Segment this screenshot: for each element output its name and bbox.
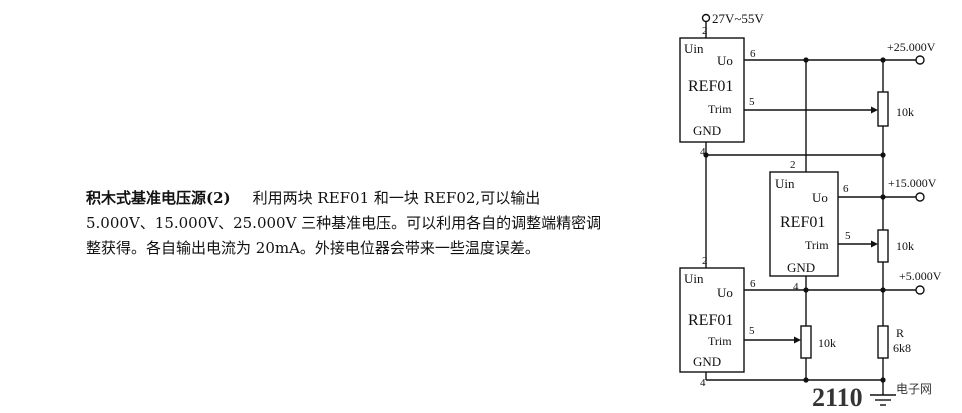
pot-middle-value: 10k: [896, 239, 914, 253]
description-title: 积木式基准电压源(2): [86, 189, 231, 207]
svg-text:5: 5: [749, 96, 755, 108]
output-terminal-15v: [915, 192, 925, 202]
output-label-15v: +15.000V: [888, 176, 937, 190]
chip-mid-uo: Uo: [812, 190, 828, 205]
svg-text:2: 2: [790, 159, 796, 171]
chip-mid-name: REF01: [780, 214, 825, 231]
description-body: 利用两块 REF01 和一块 REF02,可以输出 5.000V、15.000V…: [86, 189, 602, 257]
watermark-brand: 2110: [812, 383, 863, 412]
output-label-25v: +25.000V: [887, 40, 936, 54]
svg-text:5: 5: [845, 230, 851, 242]
potentiometer-bottom: [800, 325, 812, 359]
chip-mid-uin: Uin: [775, 176, 795, 191]
svg-text:6: 6: [750, 48, 756, 60]
chip-ref01-middle: 2 Uin Uo REF01 Trim GND 6 5 4: [769, 159, 851, 293]
chip-bot-uo: Uo: [717, 285, 733, 300]
chip-bot-trim: Trim: [708, 334, 732, 348]
chip-top-uin: Uin: [684, 41, 704, 56]
supply-label: 27V~55V: [712, 11, 764, 26]
output-terminal-5v: [915, 285, 925, 295]
potentiometer-middle: [877, 229, 889, 263]
svg-text:2: 2: [702, 255, 708, 267]
supply-terminal: [701, 13, 711, 23]
potentiometer-top: [877, 91, 889, 127]
svg-text:5: 5: [749, 325, 755, 337]
chip-top-name: REF01: [688, 78, 733, 95]
resistor-value: 6k8: [893, 341, 911, 355]
resistor-ref: R: [896, 326, 904, 340]
watermark-site: 电子网: [896, 382, 932, 396]
chip-bot-uin: Uin: [684, 271, 704, 286]
chip-bot-name: REF01: [688, 312, 733, 329]
description-text: 积木式基准电压源(2)利用两块 REF01 和一块 REF02,可以输出 5.0…: [86, 186, 608, 261]
pot-top-value: 10k: [896, 105, 914, 119]
watermark-logo: 2110 电子网: [812, 382, 932, 412]
chip-mid-trim: Trim: [805, 238, 829, 252]
svg-text:4: 4: [700, 146, 706, 158]
svg-text:2: 2: [702, 25, 708, 37]
chip-bot-gnd: GND: [693, 354, 721, 369]
chip-top-trim: Trim: [708, 102, 732, 116]
svg-text:6: 6: [843, 183, 849, 195]
chip-mid-gnd: GND: [787, 260, 815, 275]
output-terminal-25v: [915, 55, 925, 65]
resistor-r: [877, 325, 889, 359]
chip-top-gnd: GND: [693, 123, 721, 138]
chip-ref01-top: 2 Uin Uo REF01 Trim GND 6 5 4: [679, 25, 756, 158]
chip-ref01-bottom: 2 Uin Uo REF01 Trim GND 6 5 4: [679, 255, 756, 389]
pot-bottom-value: 10k: [818, 336, 836, 350]
svg-text:4: 4: [793, 281, 799, 293]
svg-text:4: 4: [700, 377, 706, 389]
output-label-5v: +5.000V: [899, 269, 942, 283]
chip-top-uo: Uo: [717, 53, 733, 68]
svg-text:6: 6: [750, 278, 756, 290]
